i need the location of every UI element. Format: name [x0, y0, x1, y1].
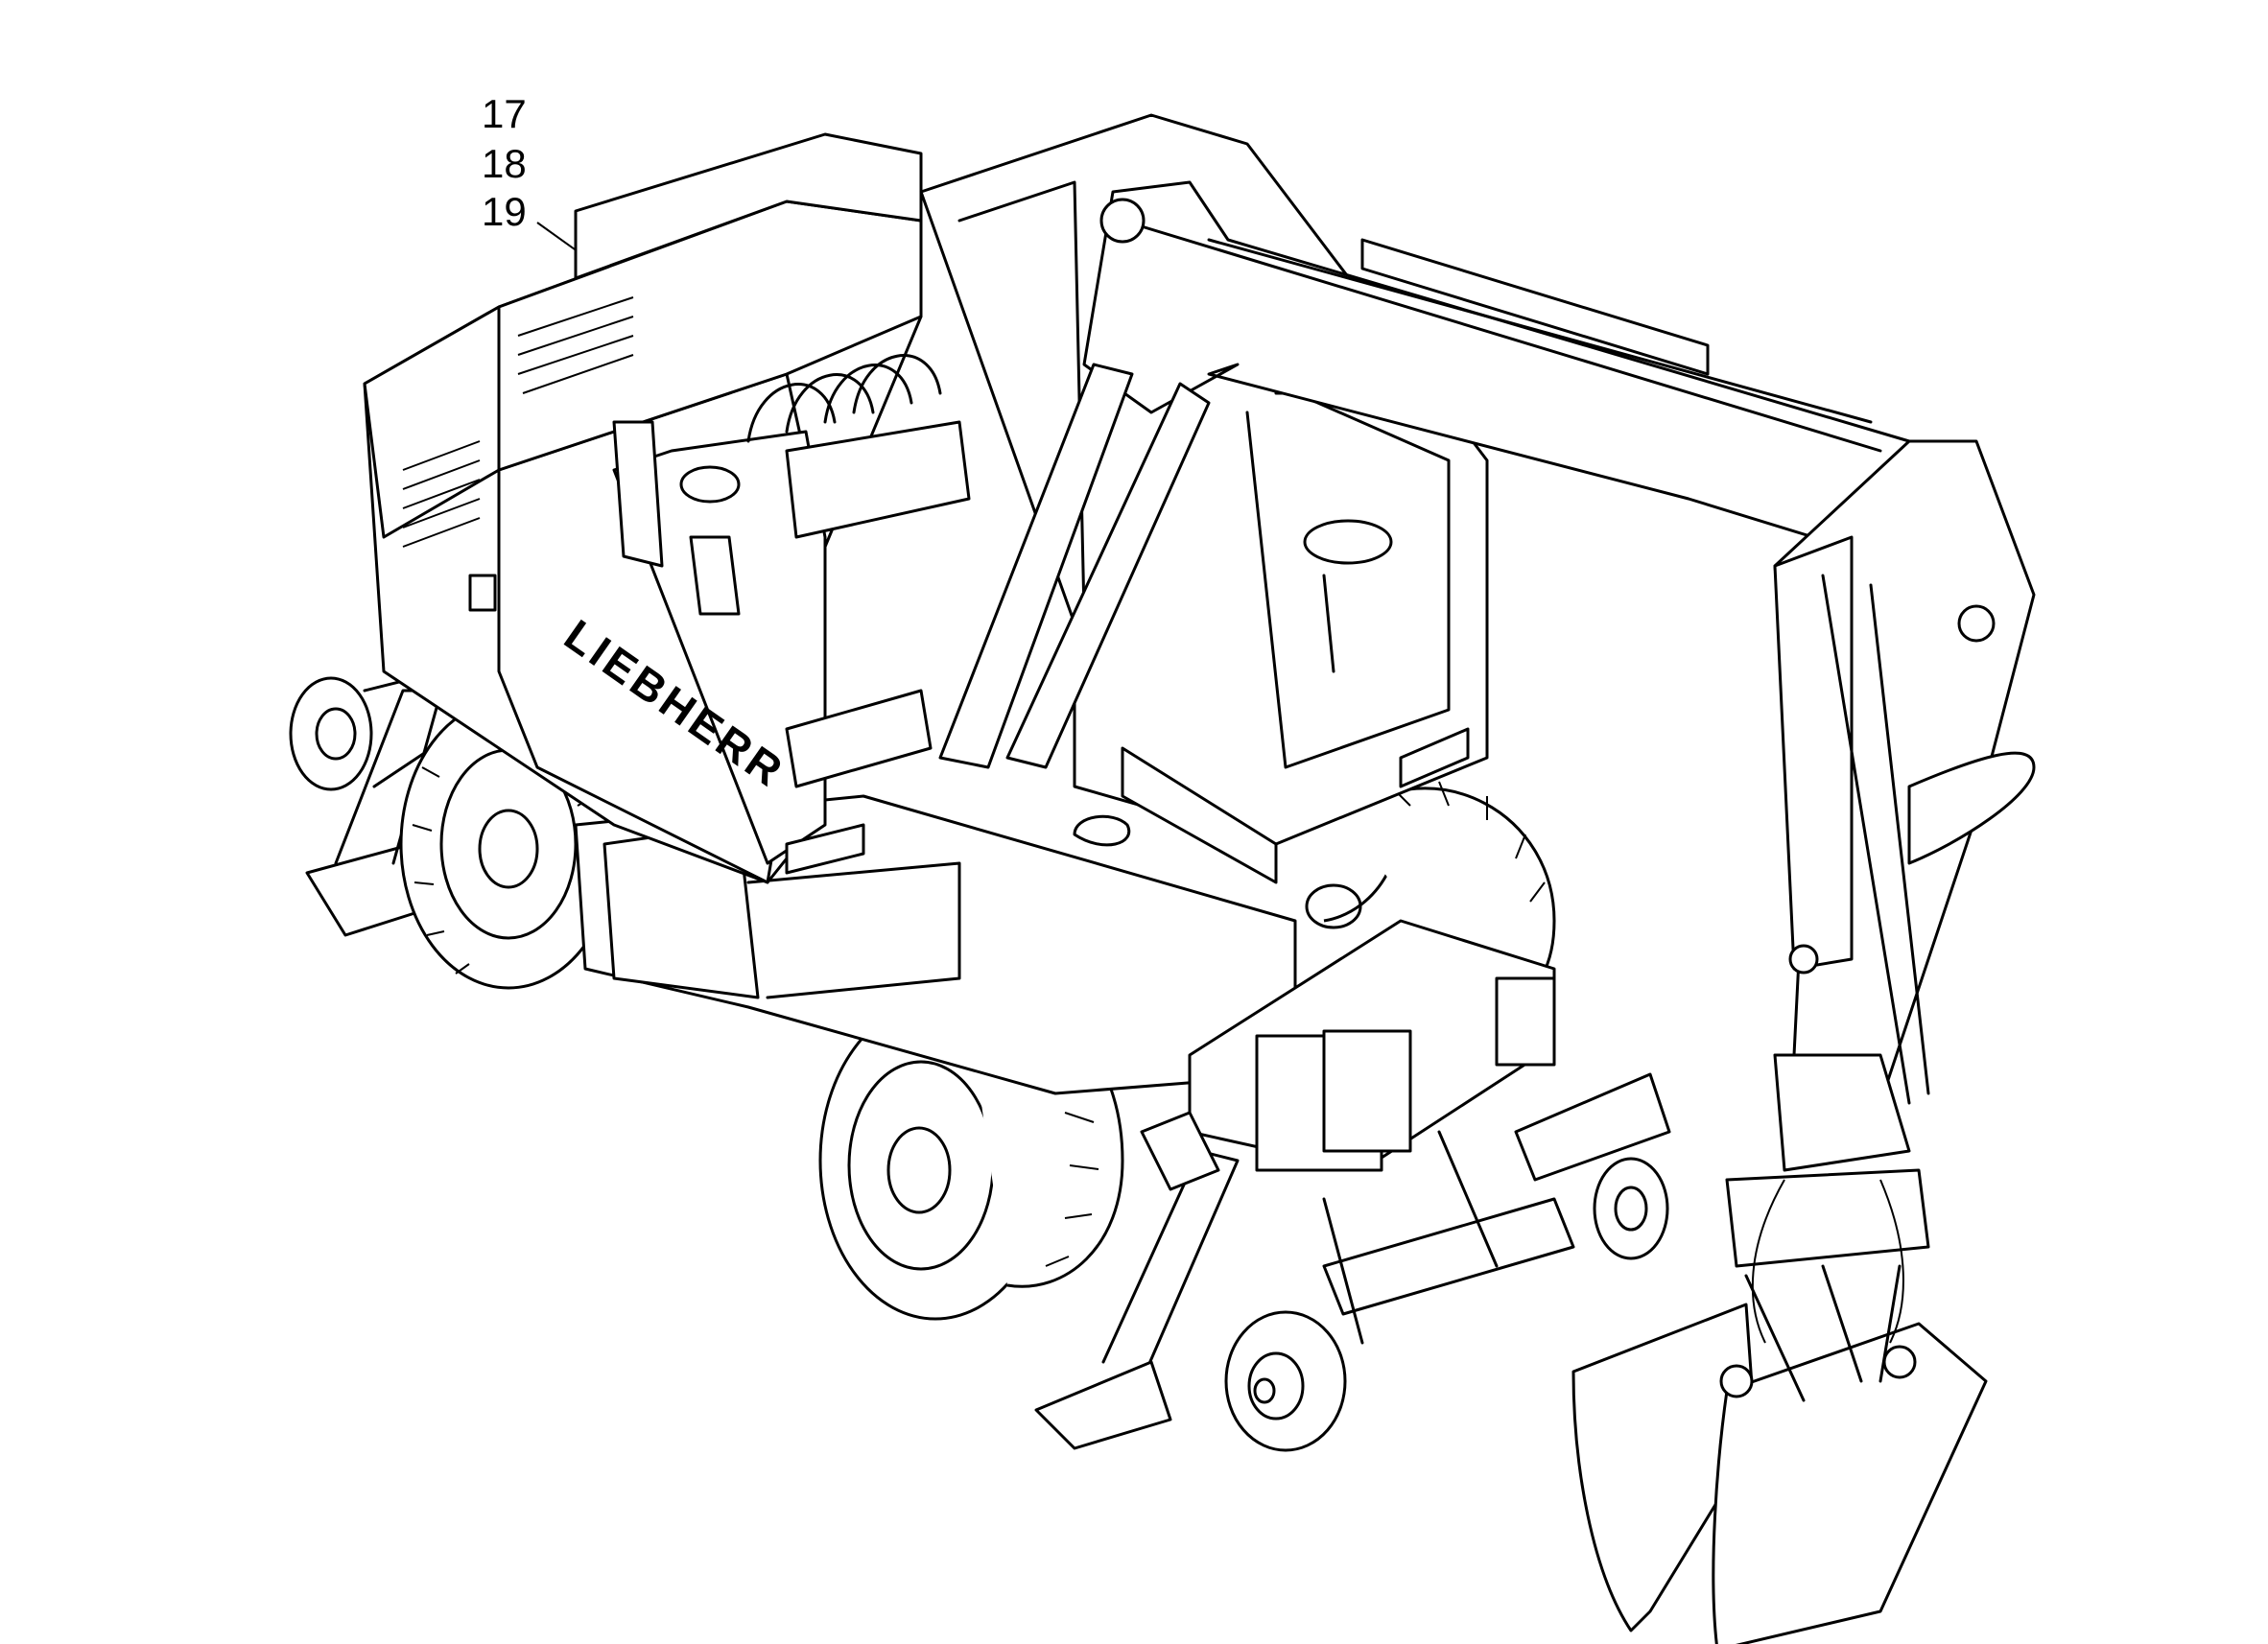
dipper-arm — [1773, 439, 2036, 1115]
clamshell-grab — [1571, 1053, 1988, 1644]
callout-label-19: 19 — [482, 189, 527, 234]
callout-label-17: 17 — [482, 91, 527, 136]
upper-carriage: LIEBHERR — [363, 132, 933, 884]
front-rail-gear — [1188, 919, 1671, 1452]
boom-cylinder — [938, 238, 1710, 769]
engine-cover-badge — [468, 574, 497, 612]
callout-label-18: 18 — [482, 141, 527, 186]
hydraulic-hose-bundle — [746, 354, 971, 539]
front-outrigger — [1034, 1111, 1240, 1450]
